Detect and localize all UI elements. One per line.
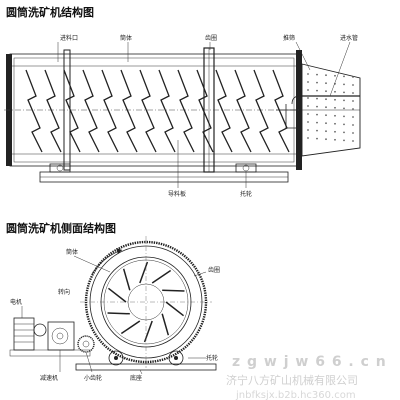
label-screen: 推筛: [283, 34, 295, 42]
gear-ring-circle: [84, 240, 208, 364]
guide-plate: [196, 69, 214, 153]
motor-body: [13, 317, 35, 351]
guide-plate: [63, 69, 81, 153]
label-drum-side: 筒体: [66, 248, 78, 256]
pinion-gear: [77, 335, 95, 353]
side-base: [75, 363, 217, 371]
spiral-guide-plates: [25, 69, 290, 153]
label-reducer: 减速机: [40, 374, 58, 382]
radial-blades: [107, 261, 185, 343]
guide-plate: [139, 69, 157, 153]
label-motor: 电机: [10, 298, 22, 306]
watermark-url: jnbfksjx.b2b.hc360.com: [235, 390, 356, 400]
guide-plate: [25, 69, 43, 153]
coupling: [33, 323, 47, 337]
label-gear-ring-side: 齿圈: [208, 266, 220, 274]
label-roller-front: 托轮: [240, 190, 252, 198]
support-roller-right: [168, 350, 184, 366]
trommel-screen: [301, 63, 361, 157]
guide-plate: [158, 69, 176, 153]
label-pinion: 小齿轮: [84, 374, 102, 382]
guide-plate: [177, 69, 195, 153]
side-view-drawing: 筒体 齿圈 转向 电机 托轮 减速机 小齿轮 底座: [9, 236, 220, 382]
label-base: 底座: [130, 374, 142, 382]
roller-left: [49, 163, 71, 173]
guide-plate: [101, 69, 119, 153]
watermark-company: 济宁八方矿山机械有限公司: [226, 373, 358, 387]
support-roller-left: [108, 350, 124, 366]
guide-plate: [272, 69, 290, 153]
label-gear-ring: 齿圈: [205, 34, 217, 42]
blade: [107, 287, 127, 303]
blade: [120, 320, 141, 335]
label-roller-side: 托轮: [206, 354, 218, 362]
blade: [143, 320, 153, 343]
guide-plate: [234, 69, 252, 153]
blade: [165, 301, 185, 317]
guide-plate: [82, 69, 100, 153]
side-view-title: 圆筒洗矿机侧面结构图: [6, 221, 116, 235]
label-water-pipe: 进水管: [340, 34, 358, 42]
guide-plate: [44, 69, 62, 153]
label-drum: 筒体: [120, 34, 132, 42]
reducer-body: [47, 321, 75, 351]
front-view-drawing: 进料口 筒体 齿圈 推筛 进水管 导料板 托轮: [4, 34, 361, 198]
blade: [161, 313, 170, 336]
blade: [151, 269, 172, 284]
blade: [139, 261, 149, 284]
blade: [107, 312, 130, 315]
watermark-site: z g w j w 6 6 . c n: [232, 354, 387, 370]
guide-plate: [215, 69, 233, 153]
guide-plate: [120, 69, 138, 153]
label-guide-plate: 导料板: [168, 190, 186, 198]
drive-base: [9, 349, 91, 357]
front-view-title: 圆筒洗矿机结构图: [6, 5, 94, 19]
water-pipe: [276, 104, 300, 129]
blade: [162, 289, 185, 292]
guide-plate: [253, 69, 271, 153]
label-feed-port: 进料口: [60, 34, 78, 42]
label-rotation: 转向: [58, 288, 70, 296]
blade: [122, 268, 131, 291]
